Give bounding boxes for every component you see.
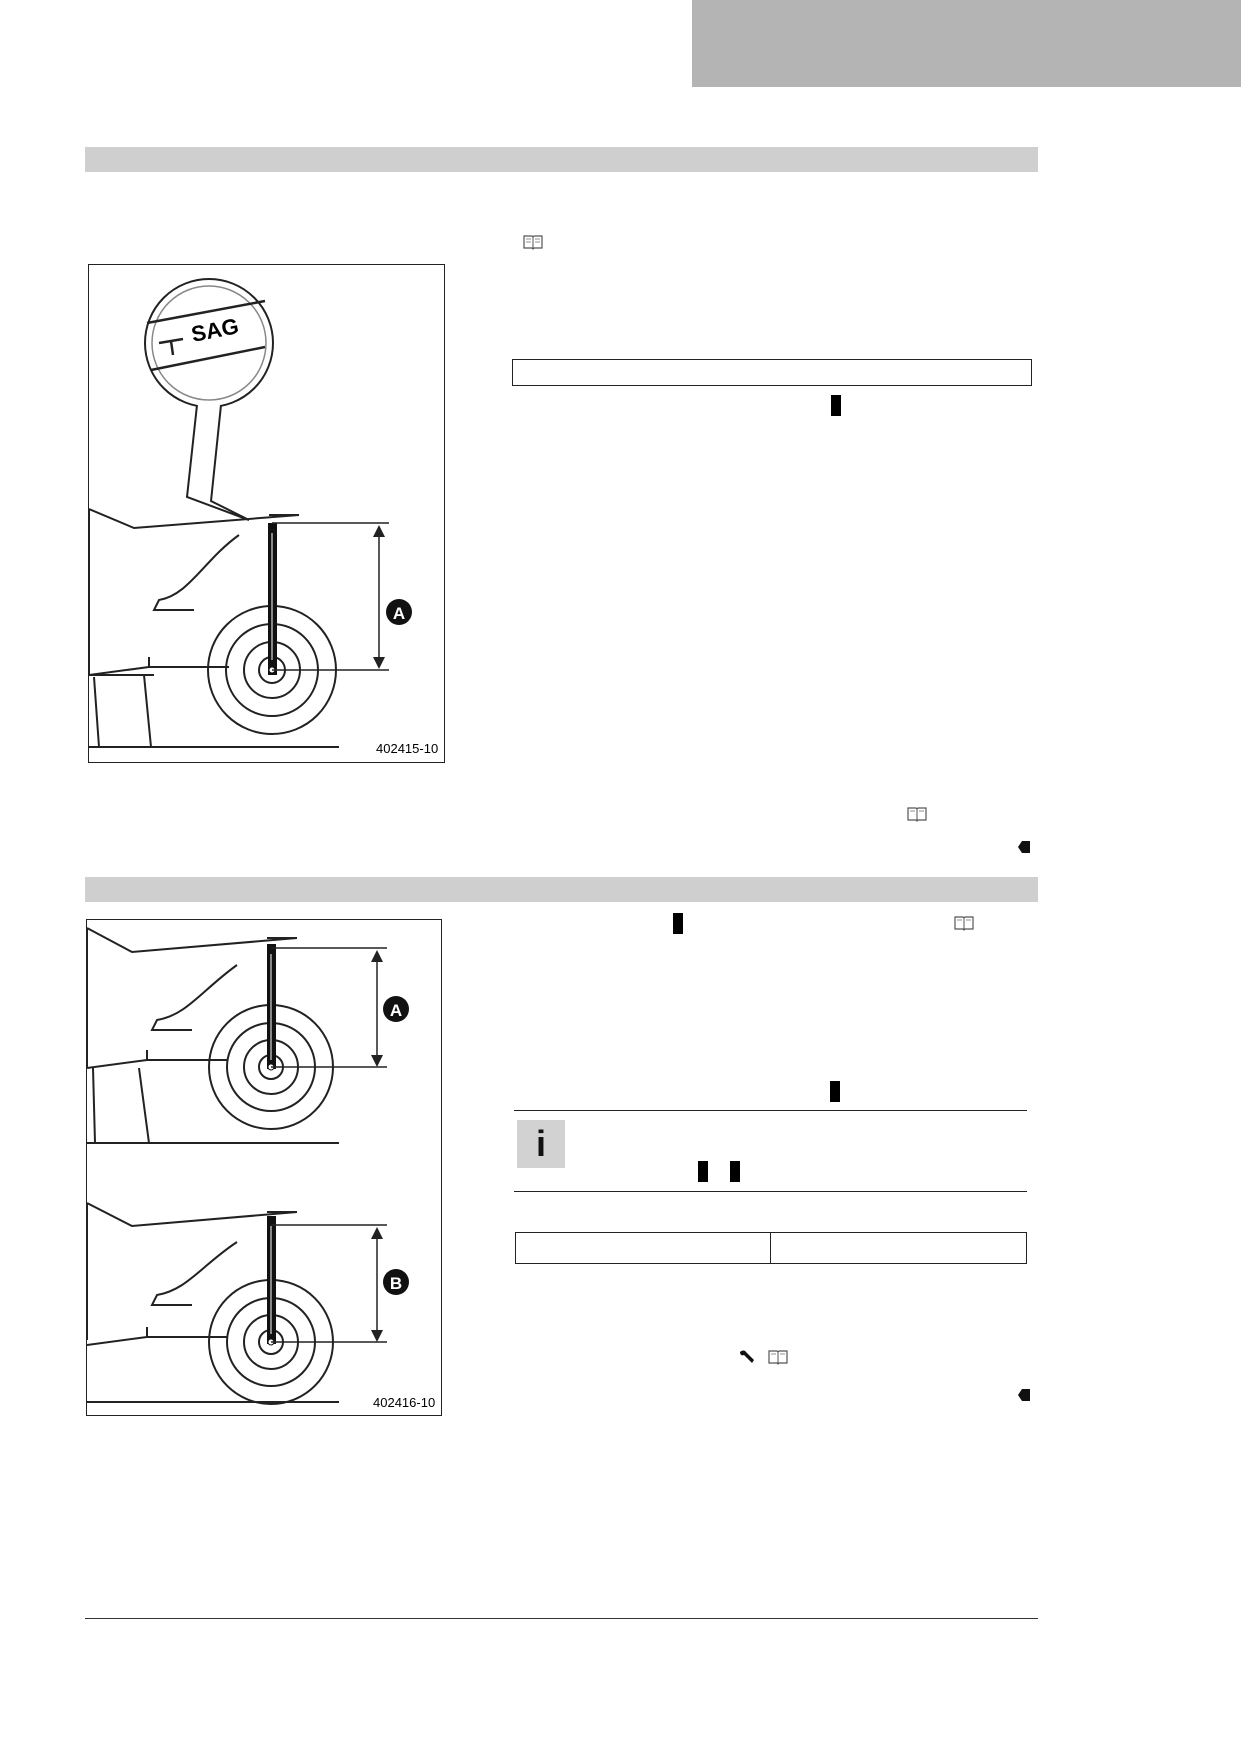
figure-code: 402415-10 (376, 741, 439, 756)
footer-divider (85, 1618, 1038, 1619)
text-marker (831, 395, 841, 416)
page-header-tab (692, 0, 1241, 87)
figure-sag-measurement: SAG A 402415-10 (88, 264, 445, 763)
end-marker-icon (1018, 1389, 1030, 1401)
section-heading-bar-2 (85, 877, 1038, 902)
text-marker (698, 1161, 708, 1182)
callout-a-marker (383, 996, 409, 1022)
wrench-icon (740, 1350, 754, 1363)
text-marker (673, 913, 683, 934)
callout-a-label: A (390, 1001, 402, 1020)
table-cell (771, 1233, 1026, 1263)
figure-1-illustration: SAG A (88, 278, 412, 748)
figure-sag-comparison: A B 402416-10 (86, 919, 442, 1416)
table-cell (516, 1233, 771, 1263)
section-heading-bar-1 (85, 147, 1038, 172)
spec-table (512, 359, 1032, 386)
callout-b-marker (383, 1269, 409, 1295)
book-icon[interactable] (768, 1349, 788, 1365)
callout-a-label: A (393, 604, 405, 623)
callout-a-marker (386, 599, 412, 625)
info-note: i (514, 1110, 1027, 1192)
text-marker (830, 1081, 840, 1102)
text-marker (730, 1161, 740, 1182)
figure-2-illustration: A B (86, 927, 409, 1405)
sag-spec-table (515, 1232, 1027, 1264)
book-icon[interactable] (907, 806, 927, 822)
callout-b-label: B (390, 1274, 402, 1293)
info-icon: i (517, 1120, 565, 1168)
end-marker-icon (1018, 841, 1030, 853)
book-icon[interactable] (954, 915, 974, 931)
book-icon[interactable] (523, 234, 543, 250)
figure-code: 402416-10 (373, 1395, 436, 1410)
info-icon-glyph: i (535, 1123, 546, 1164)
